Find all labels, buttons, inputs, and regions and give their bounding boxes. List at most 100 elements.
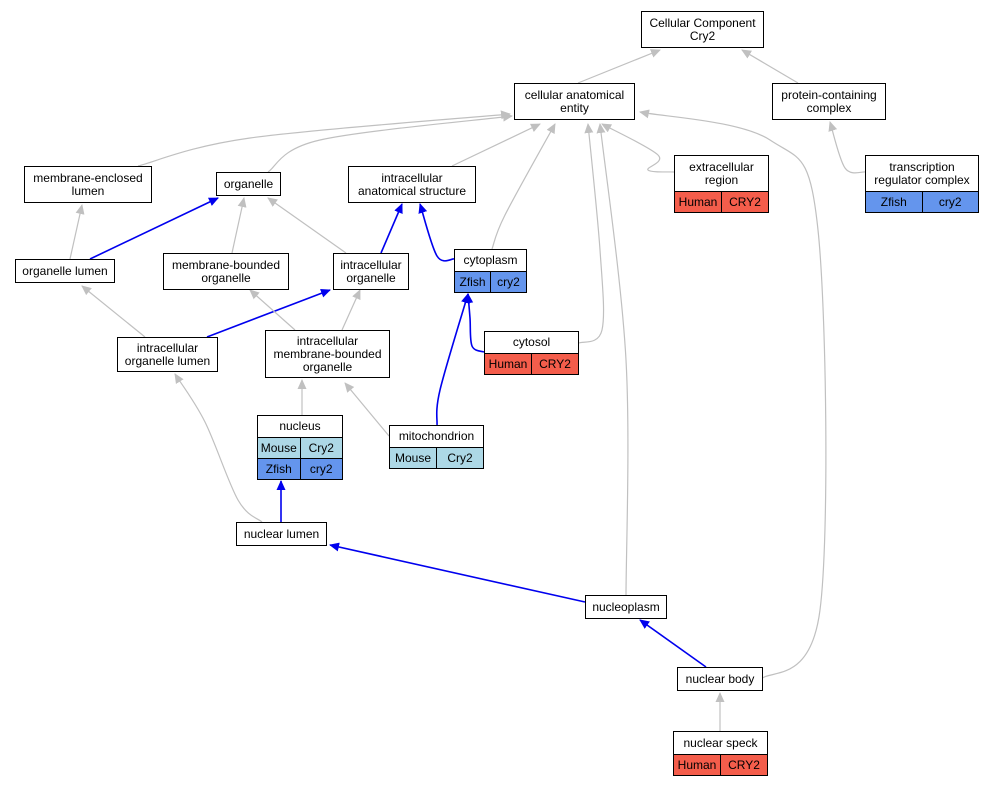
species-name: Zfish	[455, 272, 491, 292]
node-label-line: transcription	[889, 159, 955, 174]
node-label-line: Cry2	[689, 28, 716, 43]
species-name: Human	[485, 354, 532, 374]
node-label-line: nucleus	[279, 419, 321, 433]
node-label: nuclear body	[678, 668, 762, 690]
node-np[interactable]: nucleoplasm	[585, 595, 667, 619]
node-label: organelle	[217, 173, 280, 195]
node-label: nucleoplasm	[586, 596, 666, 618]
edge-np-to-cae	[596, 123, 629, 596]
node-label-line: membrane-bounded	[171, 257, 281, 272]
edge-pcc-to-cc_root	[741, 49, 799, 84]
edge-io-to-ias	[380, 203, 403, 254]
node-label-line: nuclear lumen	[243, 526, 320, 541]
gene-name: cry2	[497, 275, 520, 289]
node-label-line: cytosol	[512, 335, 551, 349]
node-nb[interactable]: nuclear body	[677, 667, 763, 691]
node-label-line: complex	[806, 100, 852, 115]
edge-trc-to-pcc	[828, 121, 866, 174]
edge-cytoplasm-to-cae	[491, 123, 556, 250]
node-label-line: intracellular	[296, 333, 359, 348]
species-name: Mouse	[258, 438, 301, 458]
node-label-line: anatomical structure	[357, 183, 467, 198]
edge-mito-to-imbo	[344, 382, 390, 437]
edge-cytoplasm-to-ias	[418, 203, 455, 262]
node-label-line: mitochondrion	[398, 429, 475, 443]
gene-name: CRY2	[729, 195, 761, 209]
edge-mito-to-cytoplasm	[435, 293, 470, 426]
species-row-mouse: Mouse Cry2	[390, 447, 483, 468]
node-label: cytosol	[485, 332, 578, 353]
node-label-line: organelle lumen	[22, 263, 108, 278]
edge-cytosol-to-cytoplasm	[464, 293, 485, 353]
node-label-line: nucleoplasm	[592, 599, 660, 614]
edge-organelle-to-cae	[267, 112, 513, 173]
species-name: Zfish	[866, 192, 923, 212]
species-name: Mouse	[390, 448, 437, 468]
edge-nb-to-cae	[639, 109, 827, 681]
gene-name: CRY2	[539, 357, 571, 371]
species-name: Zfish	[258, 459, 301, 479]
node-label: organelle lumen	[16, 260, 114, 282]
node-ol[interactable]: organelle lumen	[15, 259, 115, 283]
edge-iol-to-io	[206, 289, 331, 338]
node-label-line: organelle	[346, 270, 396, 285]
species-row-zfish: Zfish cry2	[455, 271, 526, 292]
edge-imbo-to-mbo	[249, 289, 296, 331]
edge-mbo-to-organelle	[231, 197, 247, 254]
node-label-line: intracellular	[340, 257, 402, 272]
node-label-line: protein-containing	[781, 87, 877, 102]
node-label-line: organelle	[302, 359, 353, 374]
edge-io-to-organelle	[267, 197, 347, 254]
gene-name: Cry2	[447, 451, 473, 465]
edge-extracellular-to-cae	[601, 123, 675, 173]
edge-nb-to-np	[639, 619, 707, 668]
node-label-line: region	[704, 172, 739, 187]
species-name: Human	[674, 755, 721, 775]
edge-imbo-to-io	[341, 289, 361, 331]
node-organelle[interactable]: organelle	[216, 172, 281, 196]
node-label-line: lumen	[71, 183, 105, 198]
node-label-line: organelle	[201, 270, 251, 285]
edge-ias-to-cae	[451, 123, 541, 167]
node-label-line: organelle	[223, 176, 274, 191]
node-label-line: Cellular Component	[649, 15, 756, 30]
edge-cae-to-cc_root	[577, 49, 661, 84]
node-label-line: cellular anatomical	[524, 87, 625, 102]
node-label: nuclear speck	[674, 732, 767, 754]
edge-cytosol-to-cae	[578, 123, 605, 344]
node-label-line: organelle lumen	[124, 353, 211, 368]
node-label: nucleus	[258, 416, 342, 437]
node-nl[interactable]: nuclear lumen	[236, 522, 327, 546]
node-label-line: regulator complex	[874, 172, 970, 187]
node-label-line: intracellular	[381, 170, 443, 185]
